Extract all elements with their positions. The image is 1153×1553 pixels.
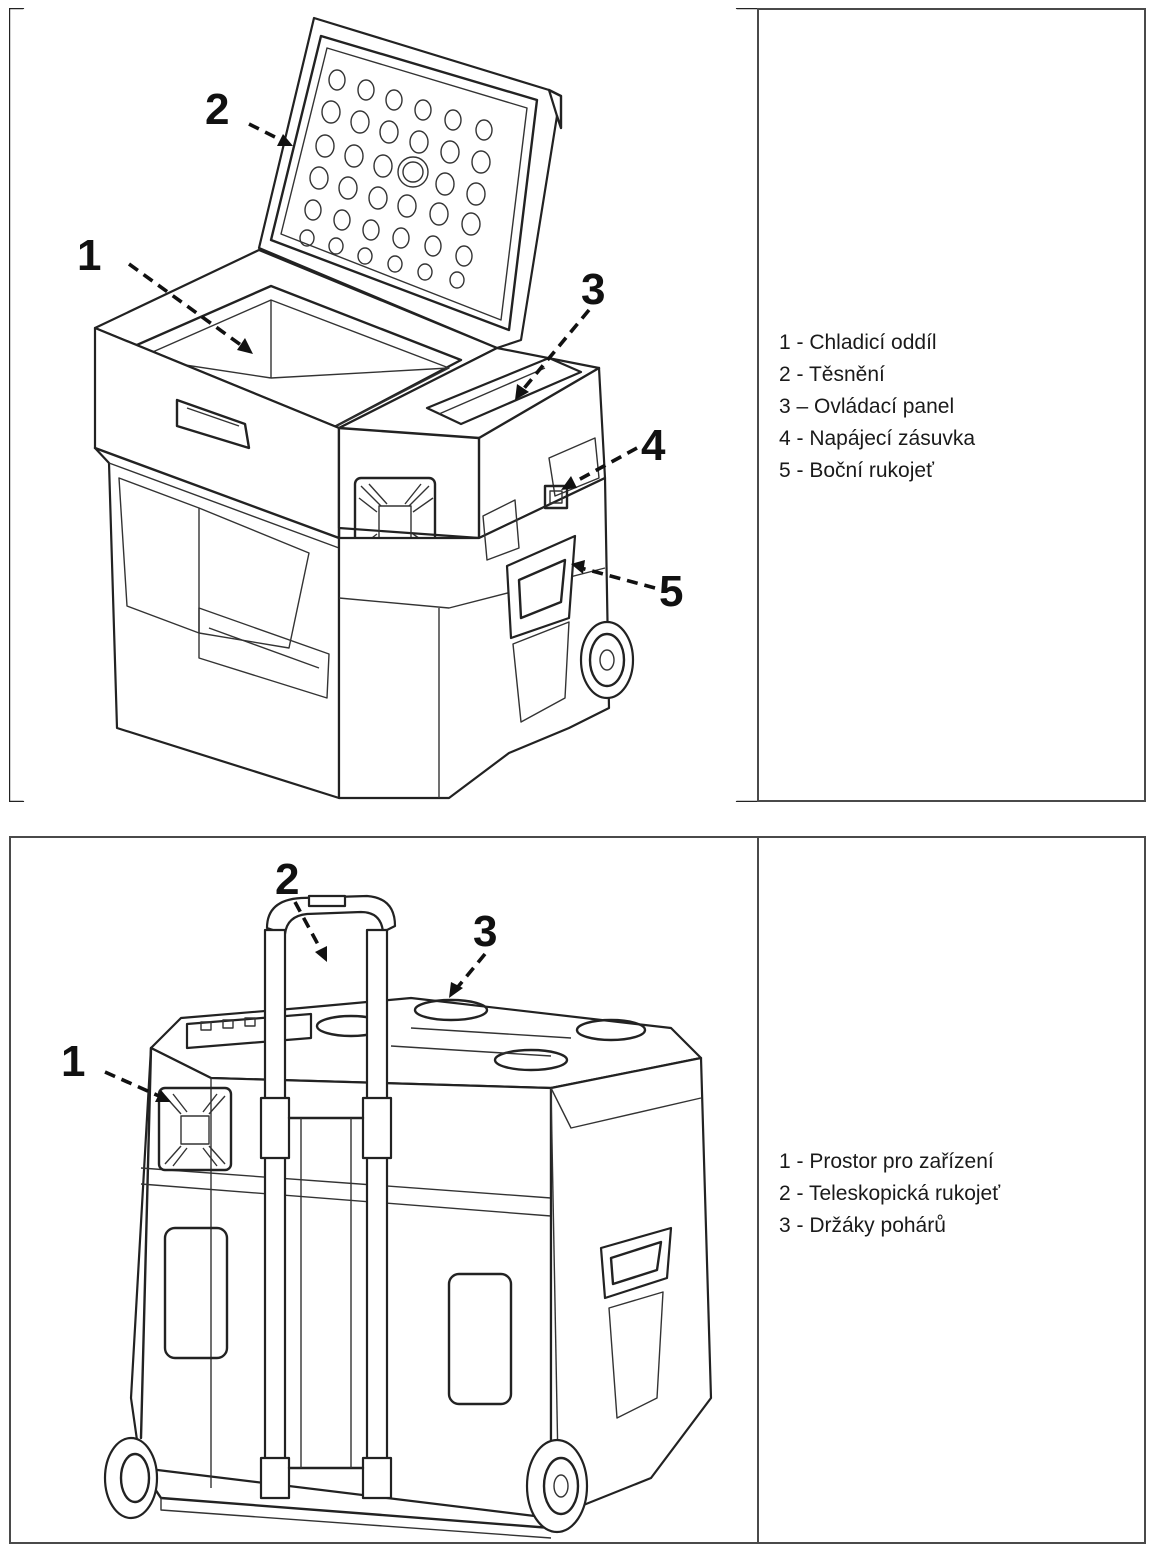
callout-2: 2 <box>275 855 327 962</box>
callout-label: 1 <box>61 1037 85 1086</box>
callout-5: 5 <box>571 560 683 616</box>
legend-item: 1 - Chladicí oddíl <box>779 331 937 354</box>
callout-label: 3 <box>473 907 497 956</box>
top-legend-box: 1 - Chladicí oddíl 2 - Těsnění 3 – Ovlád… <box>757 8 1146 802</box>
legend-item: 2 - Těsnění <box>779 363 885 386</box>
callout-1: 1 <box>61 1037 171 1102</box>
legend-item: 2 - Teleskopická rukojeť <box>779 1182 1001 1205</box>
callout-label: 1 <box>77 231 101 280</box>
cooler-front-illustration: 1 2 3 4 5 <box>9 8 757 802</box>
legend-item: 3 - Držáky pohárů <box>779 1214 946 1237</box>
callout-3: 3 <box>449 907 497 998</box>
callout-label: 5 <box>659 567 683 616</box>
legend-item: 3 – Ovládací panel <box>779 395 955 418</box>
top-figure: 1 2 3 4 5 <box>9 8 757 802</box>
cup-holder <box>575 1018 647 1042</box>
callout-2: 2 <box>205 85 293 146</box>
bottom-figure: 1 2 3 <box>9 836 757 1544</box>
cup-holder <box>493 1048 569 1072</box>
cooler-rear-body <box>103 996 713 1539</box>
telescopic-handle <box>259 894 397 1500</box>
legend-item: 4 - Napájecí zásuvka <box>779 427 976 450</box>
callout-4: 4 <box>561 421 666 490</box>
callout-3: 3 <box>515 265 605 400</box>
bottom-panel: 1 2 3 1 - Prostor pro zařízení 2 - Teles… <box>9 836 1146 1544</box>
cooler-rear-illustration: 1 2 3 <box>61 855 713 1539</box>
callout-1: 1 <box>77 231 253 354</box>
top-panel: 1 2 3 4 5 <box>9 8 1146 802</box>
legend-item: 5 - Boční rukojeť <box>779 459 934 482</box>
cooler-body <box>93 248 635 800</box>
callout-label: 2 <box>205 85 229 134</box>
callout-label: 4 <box>641 421 666 470</box>
seal-cups <box>299 69 493 289</box>
bottom-legend-box: 1 - Prostor pro zařízení 2 - Teleskopick… <box>757 836 1146 1544</box>
legend-item: 1 - Prostor pro zařízení <box>779 1150 994 1173</box>
callout-label: 3 <box>581 265 605 314</box>
top-legend: 1 - Chladicí oddíl 2 - Těsnění 3 – Ovlád… <box>779 327 975 487</box>
callout-label: 2 <box>275 855 299 904</box>
lid <box>257 16 563 350</box>
cup-holder <box>413 998 489 1022</box>
bottom-legend: 1 - Prostor pro zařízení 2 - Teleskopick… <box>779 1146 1000 1242</box>
